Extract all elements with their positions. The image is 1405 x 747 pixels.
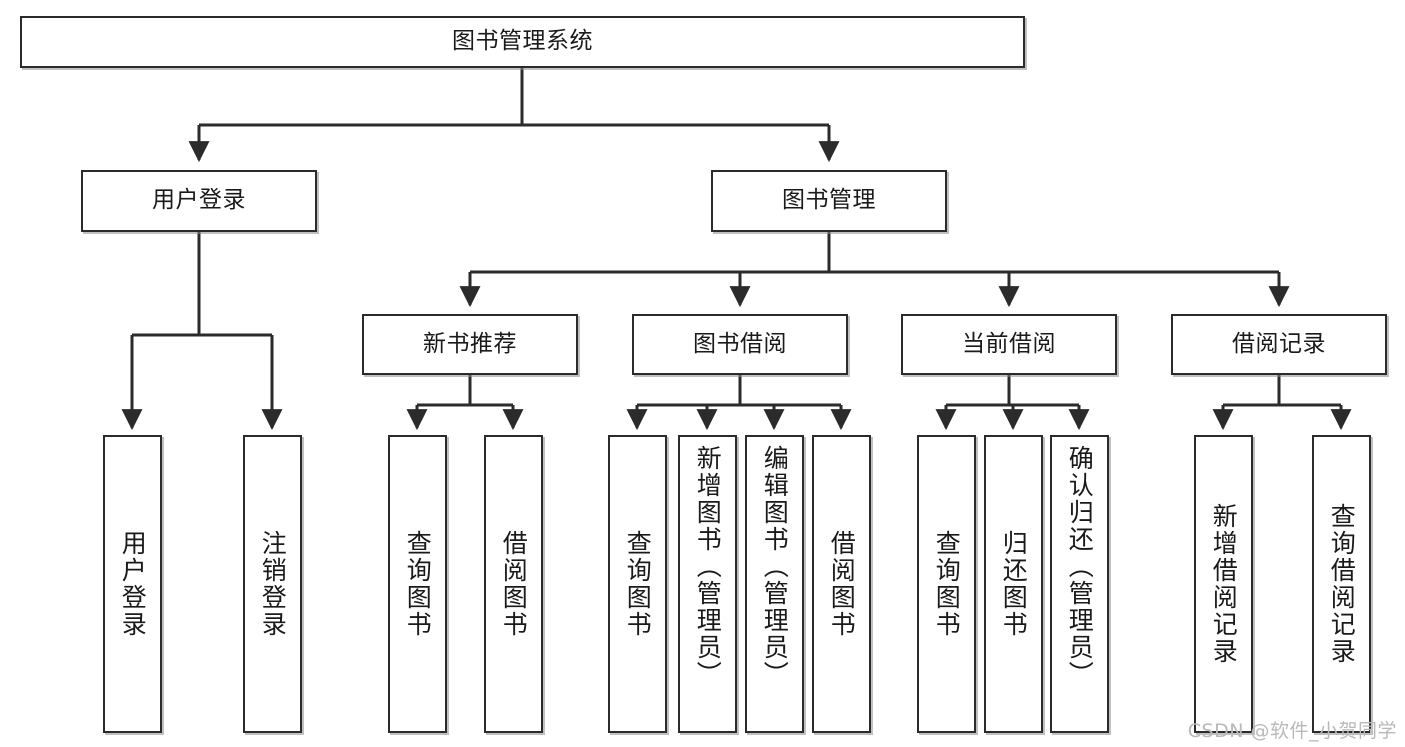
node-root-label: 图书管理系统	[452, 28, 593, 55]
leaf-new-book-borrow-label: 借阅图书	[499, 530, 529, 638]
leaf-current-borrow-query-label: 查询图书	[932, 530, 962, 638]
leaf-book-borrow-add[interactable]: 新增图书（管理员）	[678, 435, 737, 733]
leaf-current-borrow-confirm-label: 确认归还（管理员）	[1065, 445, 1095, 688]
leaf-borrow-record-query-label: 查询借阅记录	[1327, 503, 1357, 665]
node-book-borrow-label: 图书借阅	[693, 330, 787, 357]
node-user-login-label: 用户登录	[152, 187, 246, 214]
leaf-book-borrow-borrow-label: 借阅图书	[827, 530, 857, 638]
leaf-book-borrow-edit-label: 编辑图书（管理员）	[760, 445, 790, 688]
node-book-management[interactable]: 图书管理	[711, 170, 947, 232]
node-new-book-recommend[interactable]: 新书推荐	[362, 314, 578, 375]
leaf-borrow-record-query[interactable]: 查询借阅记录	[1312, 435, 1371, 733]
node-borrow-record-label: 借阅记录	[1232, 330, 1326, 357]
node-user-login[interactable]: 用户登录	[81, 170, 317, 232]
leaf-book-borrow-add-label: 新增图书（管理员）	[693, 445, 723, 688]
leaf-new-book-query[interactable]: 查询图书	[388, 435, 447, 733]
node-root[interactable]: 图书管理系统	[20, 16, 1025, 68]
leaf-borrow-record-add-label: 新增借阅记录	[1209, 503, 1239, 665]
node-current-borrow-label: 当前借阅	[962, 330, 1056, 357]
leaf-user-login-login-label: 用户登录	[118, 530, 148, 638]
node-book-borrow[interactable]: 图书借阅	[632, 314, 848, 375]
leaf-new-book-borrow[interactable]: 借阅图书	[484, 435, 543, 733]
leaf-user-login-login[interactable]: 用户登录	[103, 435, 162, 733]
node-book-management-label: 图书管理	[782, 187, 876, 214]
node-current-borrow[interactable]: 当前借阅	[901, 314, 1117, 375]
leaf-user-login-logout[interactable]: 注销登录	[243, 435, 302, 733]
leaf-current-borrow-query[interactable]: 查询图书	[917, 435, 976, 733]
leaf-current-borrow-confirm[interactable]: 确认归还（管理员）	[1050, 435, 1109, 733]
leaf-current-borrow-return[interactable]: 归还图书	[984, 435, 1043, 733]
leaf-new-book-query-label: 查询图书	[403, 530, 433, 638]
leaf-book-borrow-borrow[interactable]: 借阅图书	[812, 435, 871, 733]
leaf-current-borrow-return-label: 归还图书	[999, 530, 1029, 638]
leaf-book-borrow-query[interactable]: 查询图书	[608, 435, 667, 733]
leaf-book-borrow-query-label: 查询图书	[623, 530, 653, 638]
leaf-borrow-record-add[interactable]: 新增借阅记录	[1194, 435, 1253, 733]
node-borrow-record[interactable]: 借阅记录	[1171, 314, 1387, 375]
node-new-book-recommend-label: 新书推荐	[423, 330, 517, 357]
watermark: CSDN @软件_小贺同学	[1187, 720, 1397, 742]
leaf-book-borrow-edit[interactable]: 编辑图书（管理员）	[745, 435, 804, 733]
leaf-user-login-logout-label: 注销登录	[258, 530, 288, 638]
